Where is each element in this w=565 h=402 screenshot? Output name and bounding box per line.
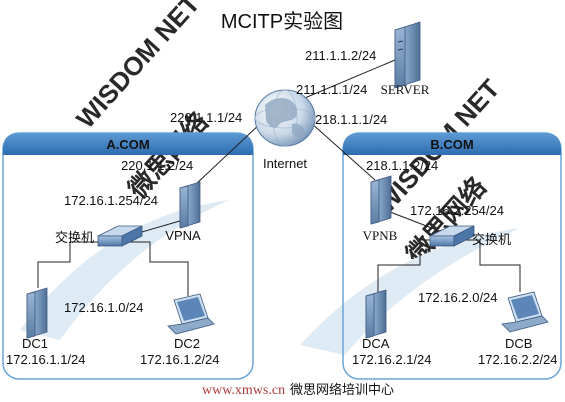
site-a-title: A.COM bbox=[106, 137, 149, 152]
server-icon bbox=[394, 21, 421, 89]
vpnb-server-icon bbox=[370, 175, 392, 225]
site-a-panel: A.COM bbox=[2, 132, 254, 380]
site-b-header bbox=[343, 133, 561, 155]
footer-url: www.xmws.cn bbox=[202, 383, 285, 398]
link-switch-dcb bbox=[455, 239, 521, 292]
site-a-lan-gateway: 172.16.1.254/24 bbox=[64, 193, 158, 208]
watermark-swoosh-right bbox=[300, 228, 520, 355]
dca-name: DCA bbox=[362, 336, 390, 351]
dc1-ip: 172.16.1.1/24 bbox=[6, 352, 86, 367]
link-internet-vpnb bbox=[309, 121, 376, 181]
dcb-name: DCB bbox=[505, 336, 532, 351]
dca-ip: 172.16.2.1/24 bbox=[352, 352, 432, 367]
site-b-wan-ip: 218.1.1.2/24 bbox=[366, 158, 438, 173]
internet-globe-icon bbox=[254, 89, 316, 147]
server-label: SERVER bbox=[381, 82, 430, 97]
dc1-name: DC1 bbox=[22, 336, 48, 351]
site-b-panel: B.COM bbox=[342, 132, 562, 380]
site-b-title: B.COM bbox=[430, 137, 473, 152]
dcb-laptop-icon bbox=[501, 291, 549, 333]
site-b-switch-label: 交换机 bbox=[472, 232, 511, 247]
site-a-wan-ip: 220.1.1.2/24 bbox=[121, 158, 193, 173]
site-b-subnet: 172.16.2.0/24 bbox=[418, 290, 498, 305]
site-b-wan-isp-ip: 218.1.1.1/24 bbox=[315, 112, 387, 127]
link-vpnb-switch bbox=[384, 209, 443, 233]
server-link-ip: 211.1.1.1/24 bbox=[296, 82, 367, 97]
dc2-ip: 172.16.1.2/24 bbox=[140, 352, 220, 367]
dca-server-icon bbox=[365, 289, 387, 339]
dc2-name: DC2 bbox=[174, 336, 200, 351]
vpna-label: VPNA bbox=[165, 228, 201, 243]
link-switch-dc2 bbox=[112, 241, 189, 296]
link-switch-dc1 bbox=[37, 241, 112, 288]
site-a-switch-label: 交换机 bbox=[55, 230, 94, 245]
site-b-lan-gateway: 172.16.2.254/24 bbox=[410, 203, 504, 218]
dc2-laptop-icon bbox=[167, 293, 215, 335]
footer-cn: 微思网络培训中心 bbox=[290, 382, 394, 397]
vpna-server-icon bbox=[179, 181, 201, 229]
site-a-subnet: 172.16.1.0/24 bbox=[64, 300, 144, 315]
link-internet-server bbox=[299, 59, 396, 101]
dcb-ip: 172.16.2.2/24 bbox=[478, 352, 558, 367]
internet-label: Internet bbox=[263, 156, 307, 171]
site-a-wan-isp-ip: 220.1.1.1/24 bbox=[170, 110, 242, 125]
watermark-swoosh-left bbox=[20, 200, 230, 340]
vpnb-label: VPNB bbox=[363, 228, 398, 243]
site-b-switch-icon bbox=[429, 225, 475, 247]
server-ip: 211.1.1.2/24 bbox=[305, 48, 376, 63]
dc1-server-icon bbox=[26, 287, 48, 339]
site-a-switch-icon bbox=[97, 225, 143, 247]
diagram-title: MCITP实验图 bbox=[221, 10, 343, 33]
site-a-header bbox=[3, 133, 253, 155]
link-internet-vpna bbox=[194, 121, 263, 186]
